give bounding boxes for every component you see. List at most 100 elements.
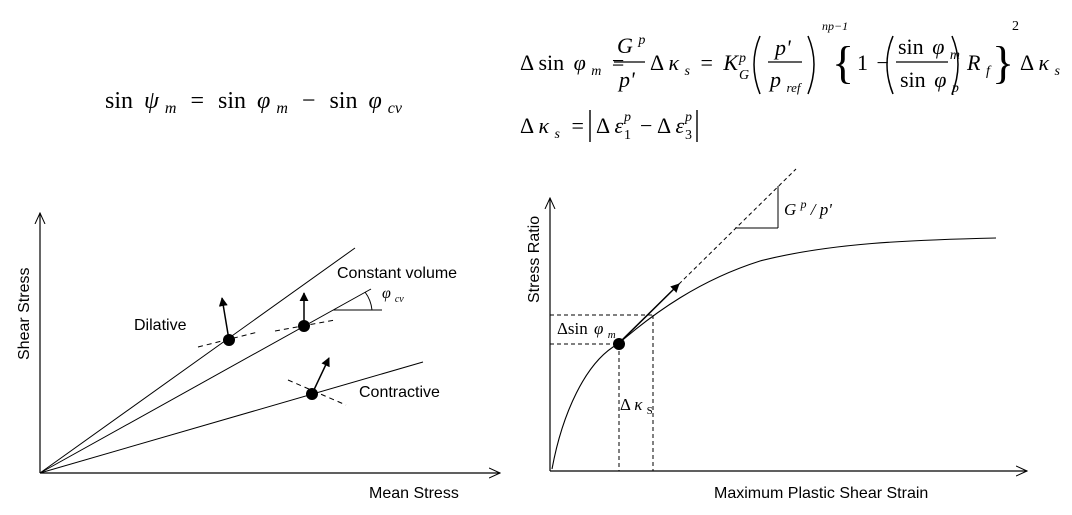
equation-shear-strain-increment: Δ κ s = Δ ε p 1 − Δ ε p 3 xyxy=(520,110,698,143)
eq3-minus: − xyxy=(640,113,652,138)
eq2-frac-num: p' xyxy=(773,35,791,60)
right-ylabel: Stress Ratio xyxy=(526,216,543,303)
eq2-K-sup: p xyxy=(738,51,746,66)
svg-text:Δ κ S: Δ κ S xyxy=(620,395,653,417)
eq2-K: K xyxy=(722,50,739,75)
eq2-den-sub: p xyxy=(951,81,959,96)
eq2-sub-m: m xyxy=(591,64,601,79)
label-dilative: Dilative xyxy=(134,317,187,334)
eq1-lhs-var: ψ xyxy=(144,88,160,114)
svg-text:G p: G p xyxy=(617,33,645,58)
svg-text:sin ψ m =: sin ψ m = sin φ m − sin φ cv xyxy=(105,88,403,119)
eq2-G-sup: p xyxy=(637,33,645,48)
dilative-line xyxy=(39,247,356,474)
dsin-label-phi: φ xyxy=(594,319,603,338)
svg-text:Δ κ s =: Δ κ s = K xyxy=(650,50,739,80)
svg-text:Δsin φ m: Δsin φ m xyxy=(557,319,616,341)
eq2-num-phi: φ xyxy=(932,34,944,59)
eq2-delta: Δ xyxy=(520,50,534,75)
phi-cv-sub: cv xyxy=(395,294,404,305)
eq2-equals-2: = xyxy=(700,50,712,75)
eq2-power-2: 2 xyxy=(1012,19,1019,34)
eq1-equals: = xyxy=(190,88,204,114)
left-diagram: Shear Stress Mean Stress φ cv Dilative C… xyxy=(16,213,500,502)
eq2-phi: φ xyxy=(574,50,586,75)
phi-cv-angle-arc xyxy=(364,291,373,311)
left-xlabel: Mean Stress xyxy=(369,485,459,502)
eq1-lhs-sub: m xyxy=(165,100,177,117)
eq1-term1-var: φ xyxy=(257,88,270,114)
svg-text:R f: R f xyxy=(966,50,992,79)
dkappa-label-sub: S xyxy=(647,405,653,417)
eq2-sin: sin xyxy=(538,50,564,75)
eq2-tail-kappa: κ xyxy=(1038,50,1049,75)
right-xlabel: Maximum Plastic Shear Strain xyxy=(714,485,928,502)
svg-text:φ cv: φ cv xyxy=(382,285,404,305)
svg-text:Δ κ s: Δ κ s xyxy=(1020,50,1061,79)
eq1-term1-sub: m xyxy=(276,100,288,117)
dkappa-label-kappa: κ xyxy=(634,395,643,414)
contractive-vector-arrow xyxy=(311,357,330,395)
eq3-kappa: κ xyxy=(538,113,549,138)
eq3-eps3-sup: p xyxy=(684,110,692,125)
right-diagram: Stress Ratio Maximum Plastic Shear Strai… xyxy=(526,168,1027,502)
eq1-minus: − xyxy=(302,88,316,114)
eq2-paren-left-2 xyxy=(886,35,894,95)
eq2-G: G xyxy=(617,33,633,58)
eq3-eps-1: ε xyxy=(614,113,623,138)
stress-ratio-curve xyxy=(551,237,997,470)
dkappa-label-delta: Δ xyxy=(620,395,631,414)
eq1-term1-fn: sin xyxy=(218,88,246,114)
dilative-vector-arrow xyxy=(218,297,230,341)
dsin-label-prefix: Δsin xyxy=(557,319,588,338)
tangent-dashed-line xyxy=(618,168,797,344)
dilative-point xyxy=(223,334,235,346)
svg-text:Δ sin φ m: Δ sin φ m = xyxy=(520,50,624,80)
phi-cv-symbol: φ xyxy=(382,285,391,302)
label-constant-volume: Constant volume xyxy=(337,265,457,282)
eq3-delta-1: Δ xyxy=(596,113,610,138)
eq2-kappa: κ xyxy=(668,50,679,75)
equation-hardening: Δ sin φ m = G p p' Δ κ s = K p G p' p re… xyxy=(520,19,1061,96)
eq1-lhs-fn: sin xyxy=(105,88,133,114)
eq2-R-sub: f xyxy=(986,64,992,79)
state-point xyxy=(613,338,625,350)
eq2-tail-sub: s xyxy=(1055,64,1061,79)
svg-text:G p / p': G p / p' xyxy=(784,193,832,219)
eq3-eps1-sup: p xyxy=(623,110,631,125)
eq2-minus: − xyxy=(877,50,889,75)
eq2-delta-kappa: Δ xyxy=(650,50,664,75)
svg-text:1 −: 1 − xyxy=(857,50,889,75)
eq2-R: R xyxy=(966,50,981,75)
svg-text:Δ ε: Δ ε xyxy=(596,113,623,138)
eq3-equals: = xyxy=(571,113,583,138)
eq3-eps1-sub: 1 xyxy=(624,128,631,143)
contractive-point xyxy=(306,388,318,400)
tangent-arrow xyxy=(618,283,680,344)
eq2-brace-right: } xyxy=(992,37,1014,88)
eq2-num-sin: sin xyxy=(898,34,924,59)
eq2-exponent: np−1 xyxy=(822,19,848,33)
eq2-p-ref: p xyxy=(768,67,781,92)
svg-text:sin φ p: sin φ p xyxy=(900,67,959,96)
eq2-paren-right-1 xyxy=(807,35,815,95)
eq1-term2-fn: sin xyxy=(329,88,357,114)
eq2-p-prime: p' xyxy=(617,67,635,92)
slope-label-sup: p xyxy=(800,197,807,211)
contractive-line xyxy=(39,361,424,474)
eq2-ref-sub: ref xyxy=(787,80,803,95)
eq1-term2-sub: cv xyxy=(388,100,403,117)
svg-text:sin φ m: sin φ m xyxy=(898,34,960,63)
left-ylabel: Shear Stress xyxy=(16,268,33,360)
constant-volume-line xyxy=(39,288,372,474)
label-contractive: Contractive xyxy=(359,384,440,401)
svg-text:Δ ε: Δ ε xyxy=(657,113,684,138)
eq2-den-sin: sin xyxy=(900,67,926,92)
svg-text:Δ κ s =: Δ κ s = xyxy=(520,113,584,143)
slope-label-rest: / p' xyxy=(810,200,832,219)
eq2-paren-right-2 xyxy=(951,35,959,95)
constant-volume-point xyxy=(298,320,310,332)
equation-dilatancy: sin ψ m = sin φ m − sin φ cv xyxy=(105,88,403,119)
eq3-eps3-sub: 3 xyxy=(685,128,692,143)
